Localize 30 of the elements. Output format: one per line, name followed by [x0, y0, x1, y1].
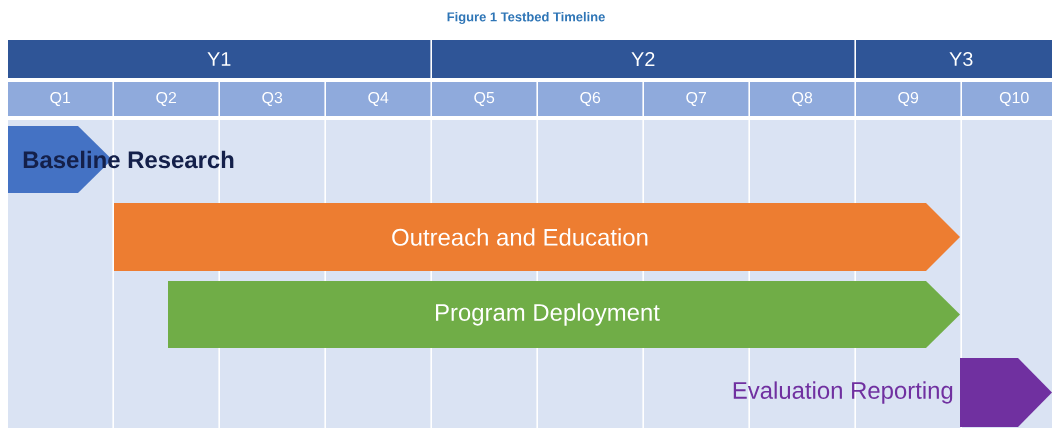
year-band: Y3	[856, 40, 1052, 78]
quarter-cell: Q10	[962, 82, 1052, 116]
node-label: Q10	[999, 91, 1029, 107]
quarter-cell: Q2	[114, 82, 219, 116]
node-label: Evaluation Reporting	[733, 381, 953, 404]
quarter-cell: Q8	[750, 82, 855, 116]
node-label: Q2	[156, 91, 177, 107]
node-label: Y2	[631, 52, 655, 66]
quarter-cell: Q6	[538, 82, 643, 116]
quarter-cell: Q7	[644, 82, 749, 116]
quarter-cell: Q9	[856, 82, 961, 116]
phase-block: Outreach and Education	[114, 203, 960, 271]
node-label: Q6	[580, 91, 601, 107]
node-label: Q8	[792, 91, 813, 107]
node-label: Q1	[50, 91, 71, 107]
phase-block: Program Deployment	[168, 281, 960, 348]
figure-title: Figure 1 Testbed Timeline	[447, 11, 605, 25]
node-label: Q7	[686, 91, 707, 107]
node-label: Y3	[949, 51, 973, 67]
node-label: Q9	[898, 91, 919, 107]
quarter-cell: Q4	[326, 82, 431, 116]
quarter-cell: Q1	[8, 82, 113, 116]
node-label: Q5	[474, 91, 495, 107]
node-label: Q4	[368, 91, 389, 107]
quarter-cell: Q3	[220, 82, 325, 116]
node-label: Q3	[262, 91, 283, 107]
year-band: Y1	[8, 40, 431, 78]
node-label: Y1	[207, 52, 231, 66]
quarter-cell: Q5	[432, 82, 537, 116]
phase-block: Evaluation Reporting	[733, 358, 1052, 427]
